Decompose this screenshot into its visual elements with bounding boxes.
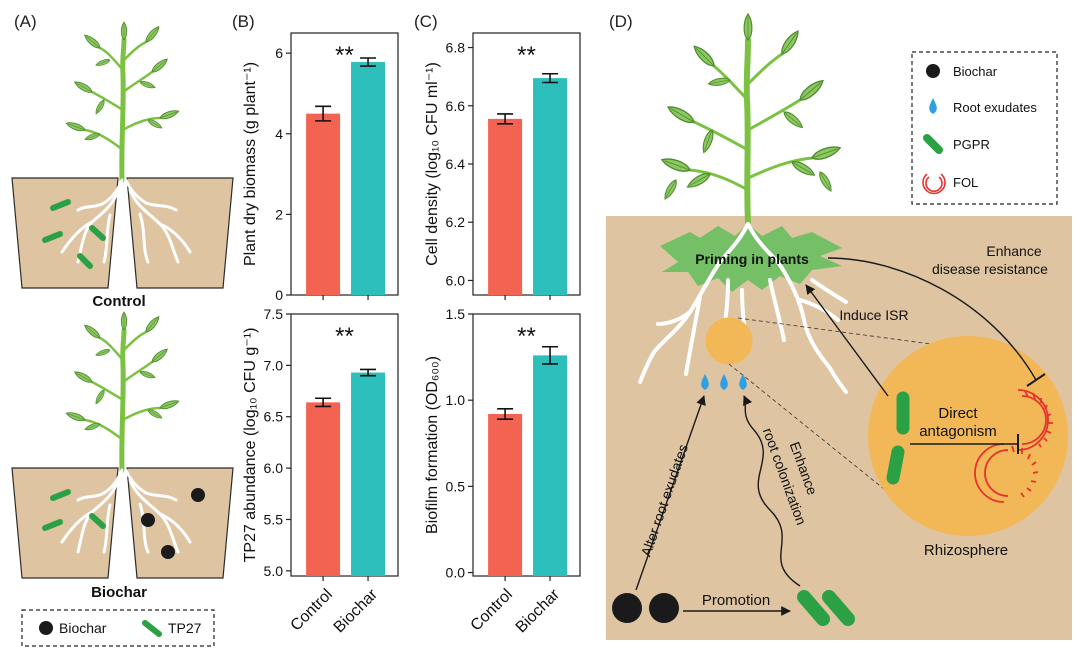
significance-marker: ** [517, 42, 536, 69]
y-tick-label: 6.6 [446, 98, 466, 114]
legend-d-root-exudates: Root exudates [953, 100, 1037, 115]
y-tick-label: 2 [275, 206, 283, 222]
x-label-control-b: Control [288, 586, 336, 634]
priming-burst [660, 224, 842, 292]
direct-antagonism-line2: antagonism [919, 423, 997, 440]
legend-root-exudates-icon [929, 98, 937, 114]
biochar-particle-2 [649, 593, 679, 623]
significance-marker: ** [517, 323, 536, 350]
pgpr-cell-2 [886, 445, 905, 485]
y-tick-label: 6.0 [446, 272, 466, 288]
chart-x-labels: Control Biochar Control Biochar [288, 586, 564, 637]
x-label-biochar-b: Biochar [331, 586, 382, 637]
tp27-cells-biochar [42, 489, 106, 531]
legend-biochar-text: Biochar [59, 620, 107, 636]
pgpr-bottom-1 [797, 590, 830, 626]
panel-c-letter: (C) [414, 12, 438, 31]
significance-marker: ** [335, 323, 354, 350]
panel-a-legend: Biochar TP27 [21, 609, 215, 647]
y-tick-label: 5.5 [264, 511, 284, 527]
panel-d-letter: (D) [609, 12, 633, 31]
legend-d-pgpr: PGPR [953, 137, 990, 152]
pgpr-bottom-2 [822, 590, 855, 626]
biochar-legend-icon [39, 621, 53, 635]
y-tick-label: 6.0 [264, 460, 284, 476]
rhizosphere-label: Rhizosphere [924, 542, 1008, 559]
bar-control [306, 402, 341, 576]
y-tick-label: 0.0 [446, 565, 466, 581]
direct-antagonism-line1: Direct [938, 405, 978, 422]
y-axis-label: Plant dry biomass (g plant⁻¹) [242, 62, 259, 266]
y-axis-label: Biofilm formation (OD₆₀₀) [424, 356, 441, 534]
rhizosphere-big-circle [868, 336, 1068, 536]
chart-tp27-abundance: 5.0 5.5 6.0 6.5 7.0 7.5 ** TP27 abundance (log₁… [242, 306, 399, 581]
x-label-biochar-c: Biochar [513, 586, 564, 637]
plot-frame [290, 313, 399, 577]
enhance-resistance-line1: Enhance [986, 243, 1041, 259]
y-tick-label: 6.2 [446, 214, 466, 230]
y-tick-label: 1.0 [446, 392, 466, 408]
y-axis-label: TP27 abundance (log₁₀ CFU g⁻¹) [242, 328, 259, 563]
chart-plant-dry-biomass: 0 2 4 6 ** Plant dry biomass (g plant⁻¹) [242, 32, 399, 303]
y-tick-label: 6.8 [446, 40, 466, 56]
x-label-control-c: Control [468, 586, 516, 634]
control-plant [10, 22, 235, 290]
significance-marker: ** [335, 42, 354, 69]
y-tick-label: 6.4 [446, 156, 466, 172]
legend-d-fol: FOL [953, 175, 978, 190]
legend-fol-icon [922, 173, 946, 195]
rhizosphere-small-circle [705, 317, 753, 365]
y-tick-label: 0.5 [446, 478, 466, 494]
panel-a: (A) Control [10, 12, 235, 647]
biochar-label: Biochar [91, 584, 147, 601]
root-exudate-drops [701, 374, 747, 390]
y-tick-label: 5.0 [264, 563, 284, 579]
y-tick-label: 6 [275, 45, 283, 61]
bar-biochar [351, 372, 386, 576]
tp27-legend-icon [142, 620, 162, 637]
chart-cell-density: 6.0 6.2 6.4 6.6 6.8 ** Cell density (log₁₀ CFU… [424, 32, 581, 300]
control-label: Control [92, 293, 145, 310]
enhance-resistance-line2: disease resistance [932, 261, 1048, 277]
y-tick-label: 7.5 [264, 306, 284, 322]
y-tick-label: 7.0 [264, 357, 284, 373]
legend-biochar-icon [926, 64, 940, 78]
big-plant-roots [638, 222, 848, 394]
biochar-particles [141, 488, 205, 559]
y-axis-label: Cell density (log₁₀ CFU ml⁻¹) [424, 62, 441, 266]
y-tick-label: 4 [275, 126, 283, 142]
big-plant [659, 13, 843, 225]
bar-biochar [533, 355, 568, 576]
fol-pathogen-1 [1017, 389, 1053, 451]
biochar-particle-1 [612, 593, 642, 623]
priming-label: Priming in plants [695, 251, 809, 267]
legend-pgpr-icon [923, 134, 943, 154]
legend-tp27-text: TP27 [168, 620, 202, 636]
chart-biofilm-formation: 0.0 0.5 1.0 1.5 ** Biofilm formation (OD₆₀₀) [424, 306, 581, 581]
bar-biochar [351, 62, 386, 295]
fol-pathogen-2 [974, 443, 1039, 503]
tp27-cells-control [42, 199, 106, 269]
plot-frame [290, 32, 399, 296]
panel-d: (D) [606, 12, 1072, 640]
induce-isr-label: Induce ISR [839, 307, 908, 323]
bar-control [306, 113, 341, 295]
y-tick-label: 6.5 [264, 409, 284, 425]
y-tick-label: 0 [275, 287, 283, 303]
promotion-label: Promotion [702, 592, 770, 609]
plot-frame [472, 313, 581, 577]
y-tick-label: 1.5 [446, 306, 466, 322]
bar-control [488, 413, 523, 576]
panel-a-letter: (A) [14, 12, 37, 31]
legend-d-biochar: Biochar [953, 64, 998, 79]
panel-d-legend: Biochar Root exudates PGPR FOL [911, 51, 1058, 205]
panel-b-letter: (B) [232, 12, 255, 31]
bar-biochar [533, 78, 568, 295]
bar-control [488, 118, 523, 295]
biochar-plant [10, 312, 235, 580]
